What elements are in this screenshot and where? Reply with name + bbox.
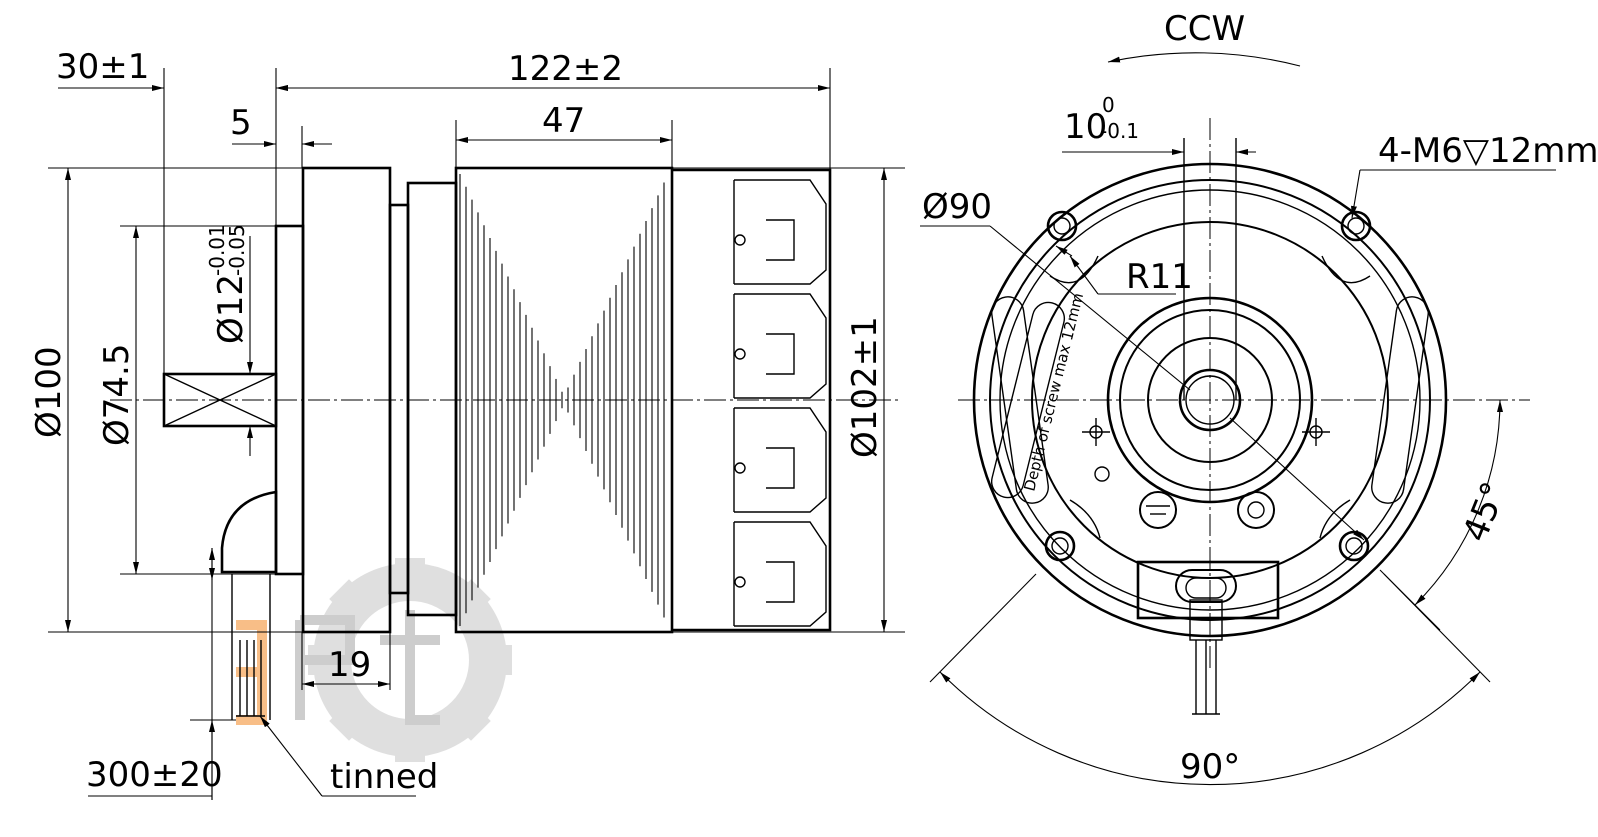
hub-ring: [1119, 309, 1301, 491]
finned-body: [454, 166, 674, 634]
bolt-circle-leader-end: [1229, 417, 1365, 541]
bolt-circle-leader: [989, 225, 1191, 391]
cap-slot-hole: [734, 234, 746, 246]
cap-slot: [733, 179, 827, 285]
rotor-cap: [672, 168, 832, 632]
dim-bolt-circle: Ø90: [922, 187, 992, 227]
lead-note-leader: [259, 715, 323, 797]
hub-outer: [1106, 296, 1314, 504]
dim-holes: 4-M6▽12mm: [1378, 131, 1598, 171]
dim-flange-length: 30±1: [56, 47, 149, 87]
cap-slot-hole: [734, 348, 746, 360]
cap-slots: [733, 179, 827, 627]
dim-shaft-tol-upper: -0.01: [205, 224, 229, 276]
watermark-logo: [236, 558, 512, 762]
gear-watermark-icon: [308, 558, 512, 762]
front-view: Depth of screw max 12mm CCW 10 0 -0.1 Ø9…: [920, 9, 1598, 787]
side-extension-lines: [48, 68, 905, 800]
shaft-end: [1178, 368, 1242, 432]
ground-symbol-icon: [1139, 491, 1177, 529]
dim-angle-90: 90°: [1180, 747, 1240, 787]
rotation-direction: CCW: [1164, 9, 1245, 49]
dim-angle-45: 45°: [1455, 477, 1515, 548]
dim-fin-length: 47: [542, 101, 585, 141]
lead-wires: [236, 640, 265, 717]
mounting-hole: [1046, 210, 1078, 242]
dim-shaft-tol-lower: -0.05: [225, 224, 249, 276]
small-hole: [1302, 418, 1330, 446]
cap-slot-hole: [734, 462, 746, 474]
cap-slot: [733, 293, 827, 399]
dim-shaft-diameter: Ø12: [211, 274, 251, 344]
dim-key-tol-lower: -0.1: [1100, 119, 1139, 143]
holes-leader: [1351, 169, 1361, 219]
cable-grommet: [220, 490, 278, 720]
cooling-fins: [459, 174, 665, 626]
rotation-arrow-icon: [1107, 52, 1301, 67]
small-holes: [1082, 418, 1330, 482]
dim-shaft-label: Ø12 -0.01 -0.05: [205, 224, 251, 344]
small-hole: [1082, 418, 1110, 446]
dim-rotor-diameter: Ø102±1: [845, 316, 885, 458]
dim-cable-exit: 19: [328, 645, 371, 685]
ext-line-90-left: [929, 573, 1037, 683]
hub-boss: [1147, 337, 1273, 463]
dim-radius: R11: [1126, 257, 1193, 297]
dim-overall-length: 122±2: [508, 49, 623, 89]
dim-key-label: 10 0 -0.1: [1064, 93, 1139, 147]
shaft-face: [1185, 375, 1235, 425]
cap-slot: [733, 407, 827, 513]
small-hole: [1094, 466, 1110, 482]
cable-wires: [1192, 640, 1220, 715]
side-view: 30±1 122±2 5 47 Ø100 Ø74.5 Ø12 -0.01 -0.…: [29, 47, 905, 800]
dim-body-diameter: Ø100: [29, 346, 69, 438]
dim-lead-length: 300±20: [86, 755, 223, 795]
cap-slot-hole: [734, 576, 746, 588]
dim-arc-90: [939, 671, 1481, 786]
radius-leader: [1069, 255, 1099, 295]
terminal-symbol-icon: [1237, 491, 1275, 529]
dim-key-tol-upper: 0: [1102, 93, 1115, 117]
bolt-circle-arrow-start: [1055, 245, 1073, 257]
lead-note: tinned: [330, 757, 438, 797]
dim-arc-45: [1414, 399, 1503, 606]
mounting-hole: [1338, 530, 1370, 562]
cap-slot: [733, 521, 827, 627]
hole-bosses: [1049, 255, 1371, 539]
dim-pilot-diameter: Ø74.5: [97, 344, 137, 446]
dim-pilot: 5: [230, 103, 252, 143]
mounting-hole: [1044, 530, 1076, 562]
ext-line-90-right: [1383, 573, 1491, 683]
dim-key-width: 10: [1064, 107, 1107, 147]
cable-gland: [1136, 560, 1280, 715]
